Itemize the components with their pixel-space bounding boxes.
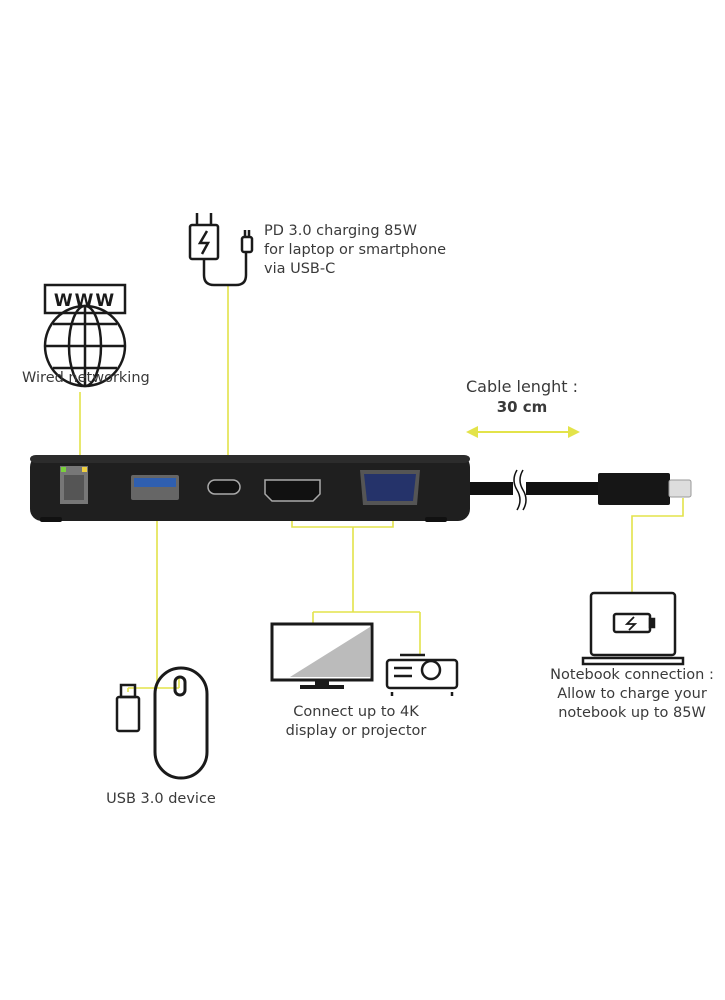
pd-charging-label-line2: for laptop or smartphone	[264, 242, 447, 258]
cable-length-value: 30 cm	[496, 398, 548, 416]
cable-length-arrow	[466, 426, 580, 438]
usb-stick-icon	[115, 683, 141, 733]
usb-a-port[interactable]	[131, 475, 179, 500]
usb-device-label: USB 3.0 device	[106, 791, 216, 807]
pd-charging-label-line1: PD 3.0 charging 85W	[264, 223, 417, 239]
charger-icon	[188, 213, 254, 287]
monitor-icon	[270, 622, 374, 689]
notebook-label-line3: notebook up to 85W	[558, 705, 706, 721]
display-label-line1: Connect up to 4K	[293, 704, 419, 720]
display-label-line2: display or projector	[285, 723, 427, 739]
usb-c-cable	[465, 469, 692, 511]
hub-body	[30, 455, 470, 522]
www-globe-icon	[43, 283, 127, 388]
vga-port[interactable]	[360, 470, 420, 505]
line-video	[291, 500, 421, 655]
line-notebook	[631, 498, 684, 592]
line-usb-a	[127, 505, 180, 692]
notebook-label-line2: Allow to charge your	[557, 686, 707, 702]
wired-networking-label: Wired networking	[22, 370, 150, 386]
usb-c-port[interactable]	[207, 479, 241, 495]
cable-length-label: Cable lenght :	[466, 377, 578, 396]
mouse-icon	[153, 666, 209, 780]
laptop-battery-icon	[581, 591, 685, 666]
projector-icon	[385, 653, 459, 696]
www-logo-text: WWW	[54, 291, 116, 311]
pd-charging-label-line3: via USB-C	[264, 261, 336, 277]
notebook-label-line1: Notebook connection :	[550, 667, 714, 683]
connector-lines	[79, 286, 684, 692]
hdmi-port[interactable]	[264, 479, 321, 502]
ethernet-port[interactable]	[60, 466, 88, 504]
